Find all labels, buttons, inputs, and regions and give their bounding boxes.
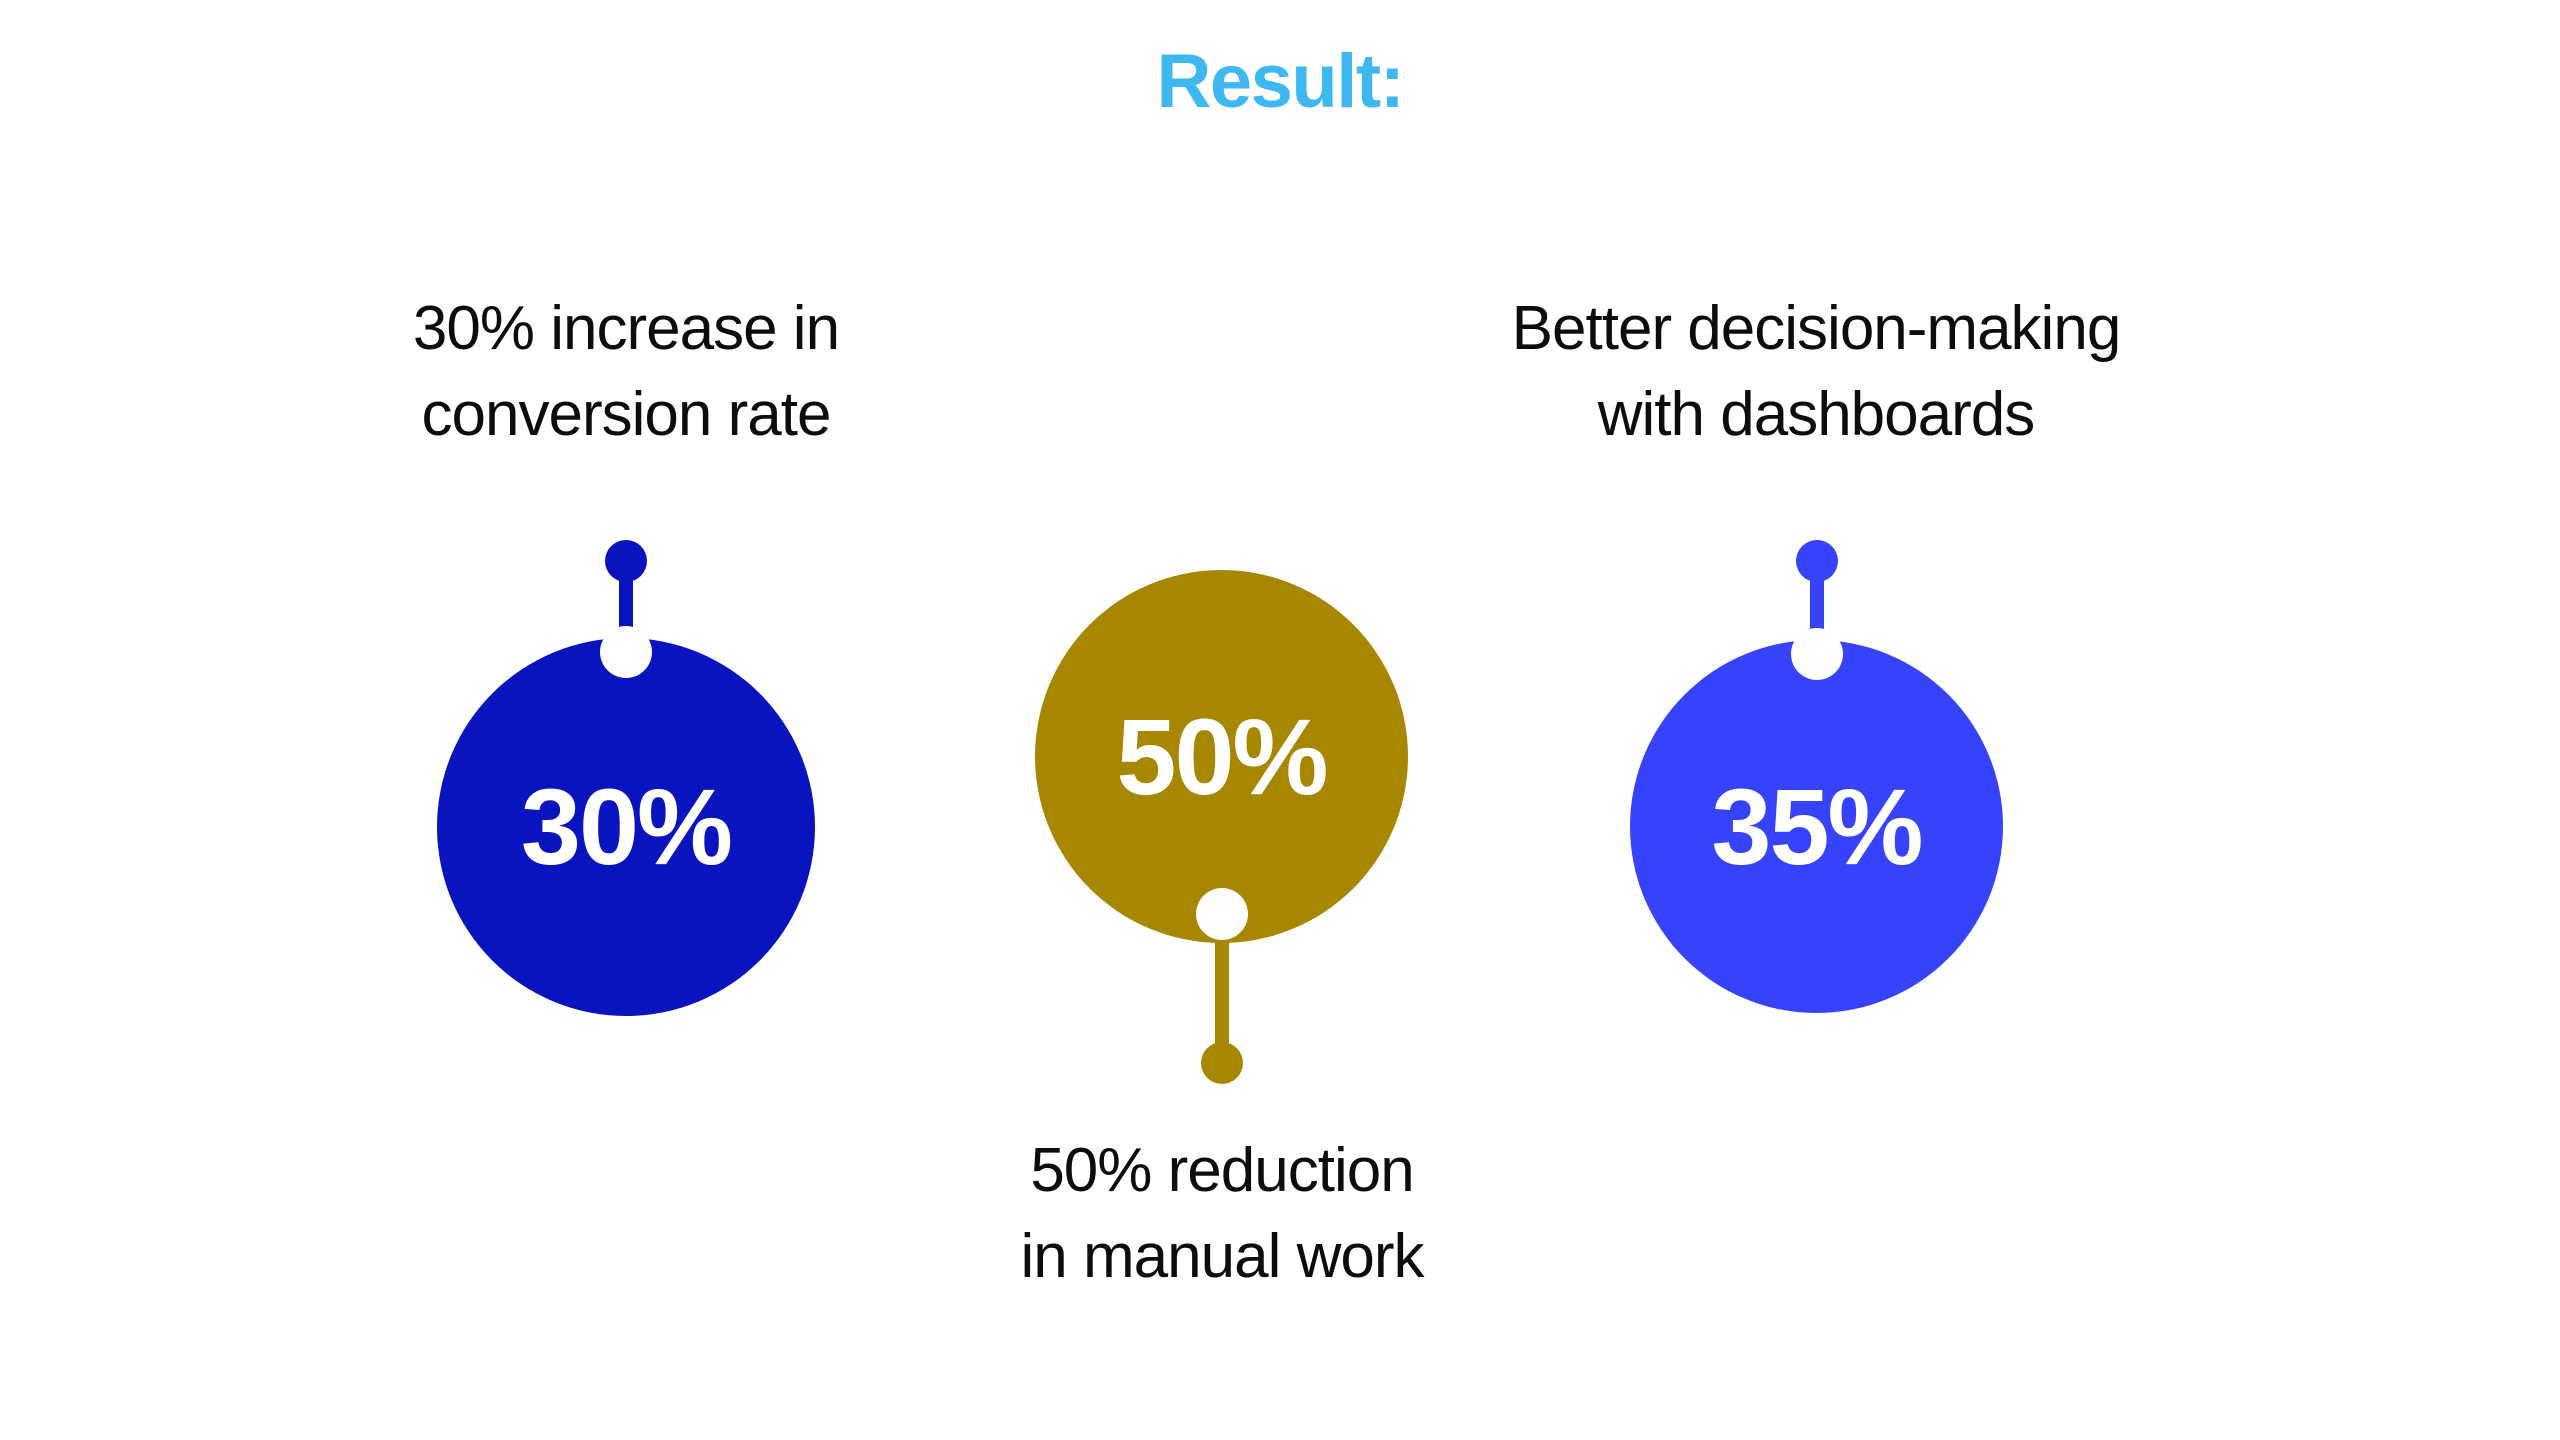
caption-left-line-2: conversion rate bbox=[421, 380, 832, 449]
stat-bubble-50[interactable]: 50% bbox=[1035, 570, 1408, 943]
caption-left-conversion-rate: 30% increase in conversion rate bbox=[196, 286, 1056, 458]
caption-right-line-1: Better decision-making bbox=[1511, 294, 2122, 363]
caption-middle-line-1: 50% reduction bbox=[1030, 1136, 1414, 1205]
stat-value-label: 35% bbox=[1711, 765, 1923, 887]
caption-middle-line-2: in manual work bbox=[1020, 1222, 1425, 1291]
pin-ring-hole-icon bbox=[1196, 888, 1248, 940]
stat-marker-dashboards[interactable]: 35% bbox=[1630, 540, 2003, 1060]
page-title: Result: bbox=[1156, 39, 1405, 124]
pin-stem-icon bbox=[1215, 910, 1229, 1060]
pin-ring-hole-icon bbox=[600, 626, 652, 678]
stat-bubble-35[interactable]: 35% bbox=[1630, 640, 2003, 1013]
pin-tip-dot-icon bbox=[1201, 1042, 1243, 1084]
pin-ring-hole-icon bbox=[1791, 628, 1843, 680]
stat-value-label: 30% bbox=[520, 766, 733, 887]
stat-marker-conversion-rate[interactable]: 30% bbox=[437, 540, 815, 1060]
caption-right-decision-making: Better decision-making with dashboards bbox=[1386, 286, 2246, 458]
caption-left-line-1: 30% increase in bbox=[412, 294, 840, 363]
stat-value-label: 50% bbox=[1116, 695, 1328, 817]
stat-marker-manual-work[interactable]: 50% bbox=[1035, 570, 1408, 1100]
caption-middle-manual-work: 50% reduction in manual work bbox=[792, 1128, 1652, 1300]
stat-bubble-30[interactable]: 30% bbox=[437, 638, 815, 1016]
caption-right-line-2: with dashboards bbox=[1597, 380, 2036, 449]
